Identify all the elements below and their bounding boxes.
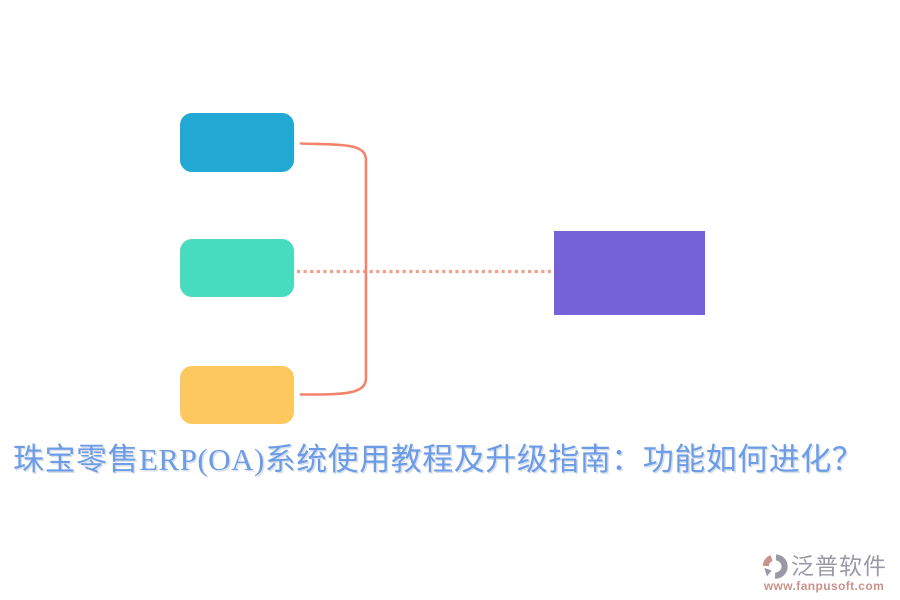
brand-watermark: 泛普软件 www.fanpusoft.com <box>761 552 887 593</box>
node-right <box>554 231 705 315</box>
bracket-connector-line <box>299 142 368 396</box>
node-bottom-left <box>180 366 294 424</box>
brand-row: 泛普软件 <box>761 552 887 580</box>
brand-url: www.fanpusoft.com <box>763 579 885 593</box>
article-title: 珠宝零售ERP(OA)系统使用教程及升级指南：功能如何进化？ <box>13 442 864 477</box>
brand-name: 泛普软件 <box>791 553 887 579</box>
node-top-left <box>180 113 294 172</box>
logo-gray-arc <box>774 554 788 579</box>
logo-gray-wing <box>764 567 772 577</box>
logo-rose-arc <box>762 555 773 567</box>
node-middle-left <box>180 239 294 297</box>
fanpu-logo-icon <box>762 554 788 579</box>
